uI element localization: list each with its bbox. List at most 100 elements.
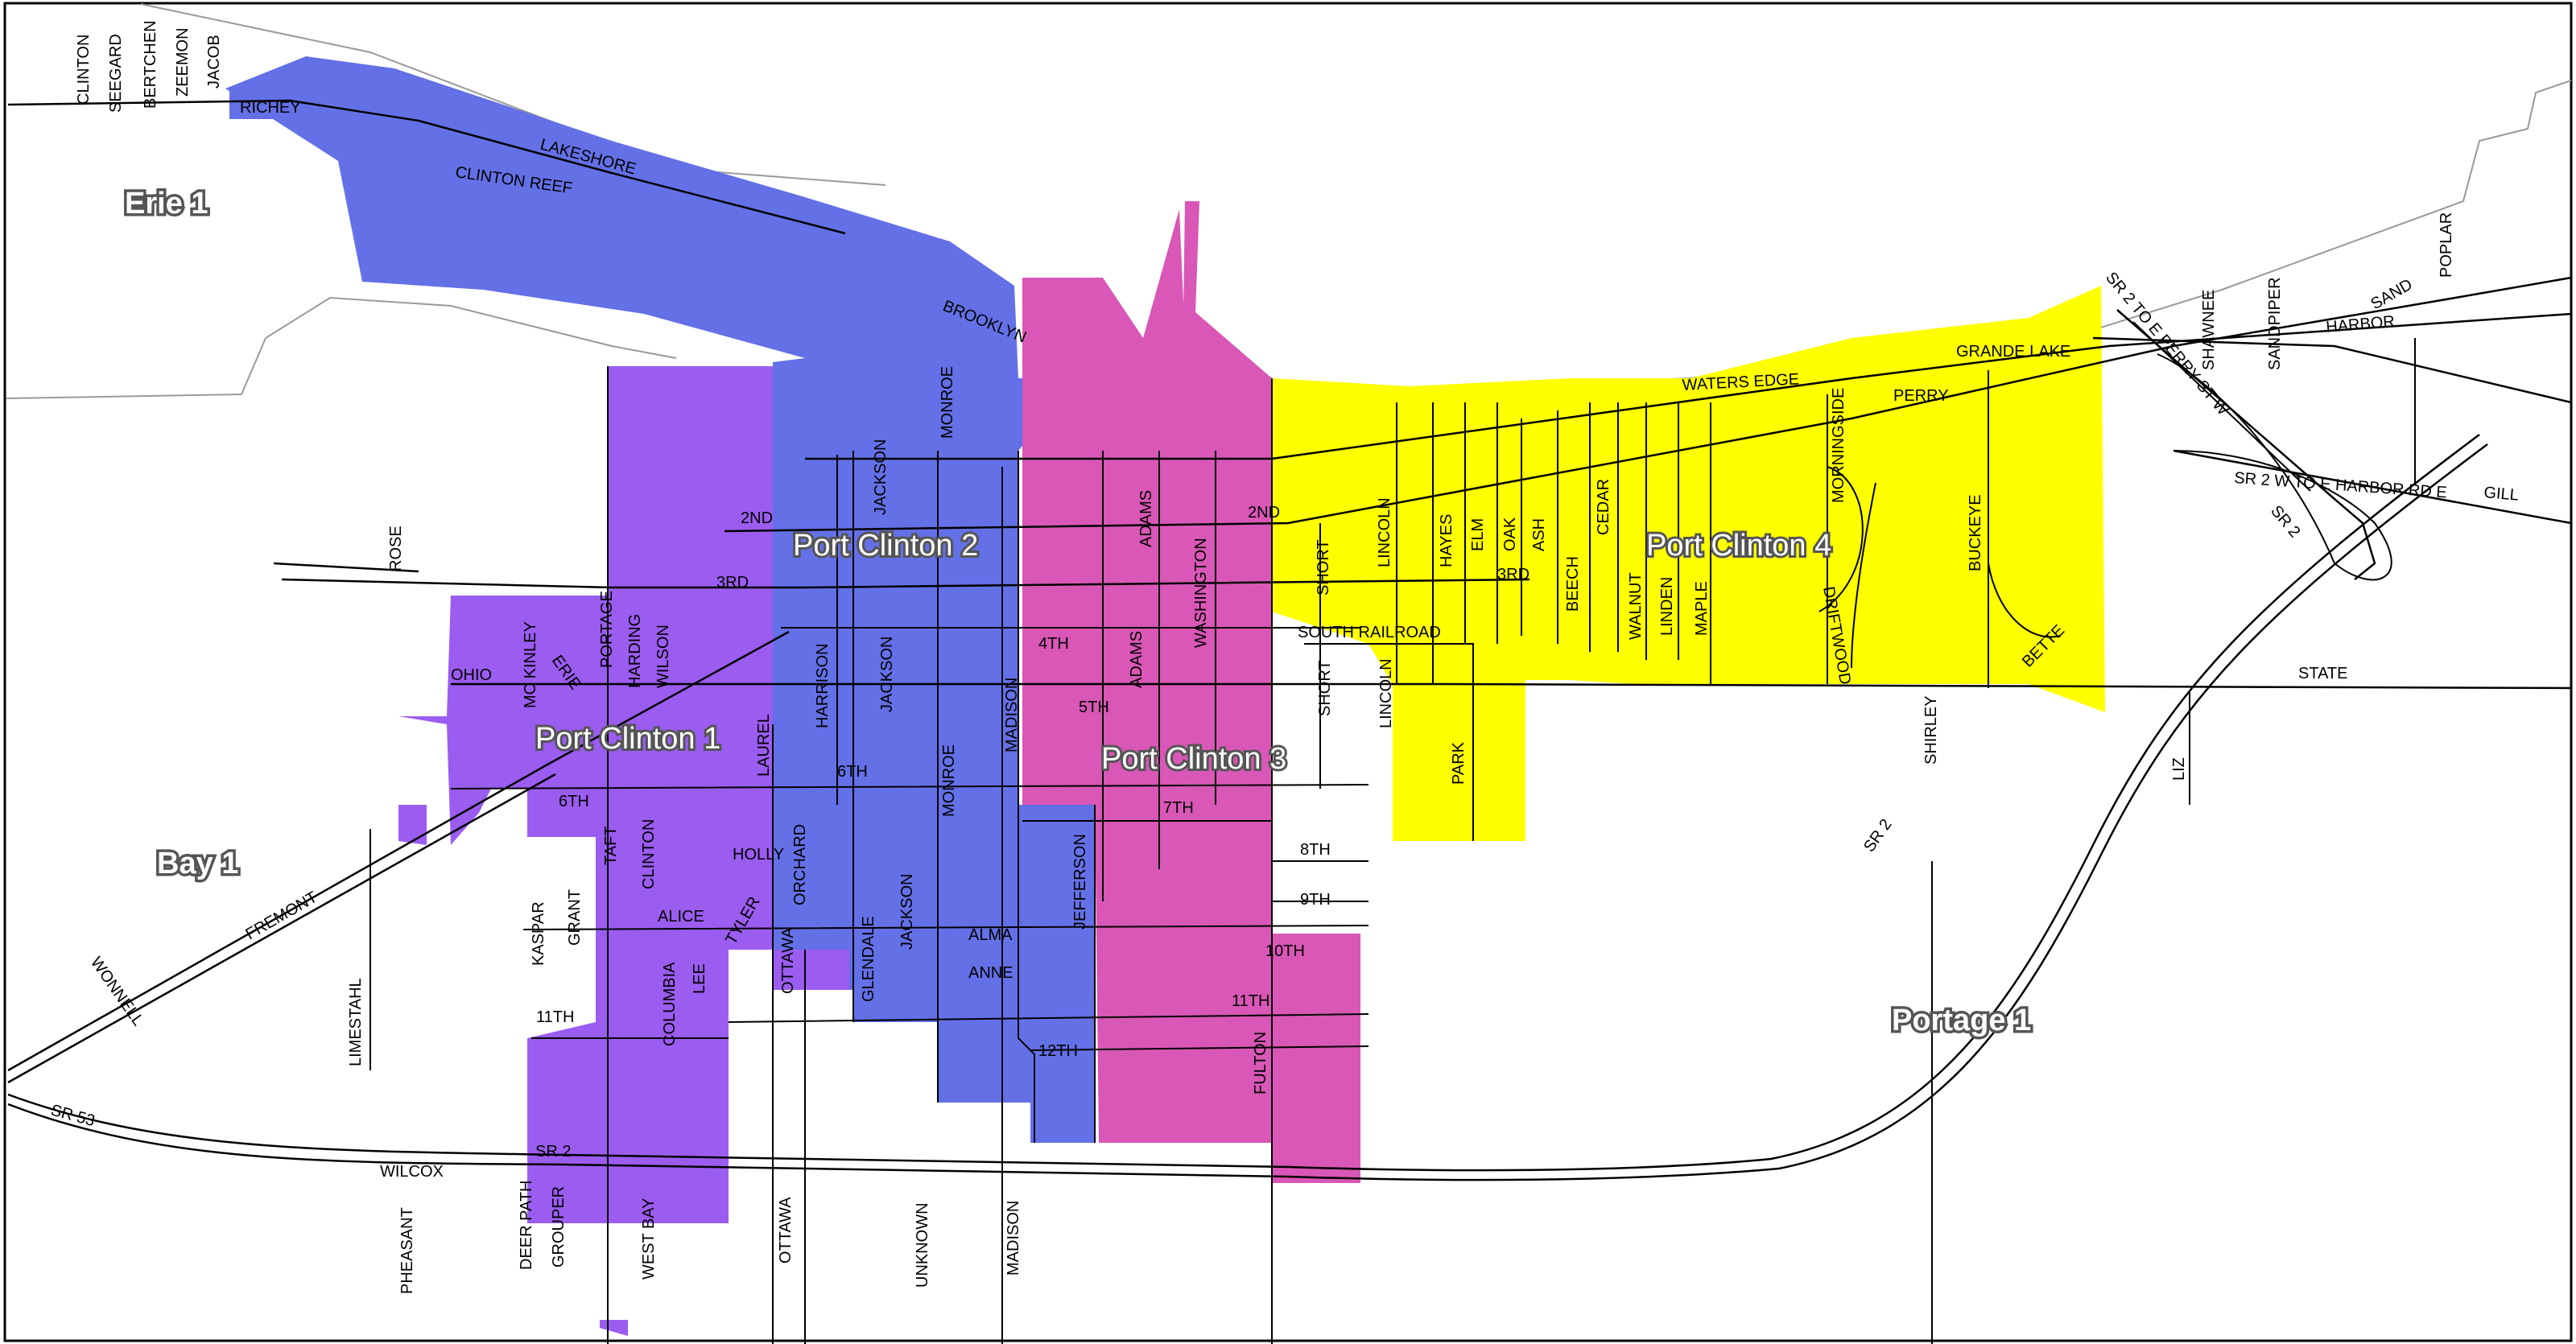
street-label-4th: 4TH	[1038, 635, 1069, 653]
precinct-port-clinton-2[interactable]	[225, 56, 1095, 1143]
street-label-buckeye: BUCKEYE	[1967, 494, 1984, 571]
street-label-5th: 5TH	[1079, 699, 1109, 716]
street-label-11th-w: 11TH	[536, 1008, 574, 1026]
street-label-jackson-s: JACKSON	[898, 874, 916, 950]
street-label-park: PARK	[1450, 741, 1468, 785]
street-label-harrison: HARRISON	[814, 643, 832, 728]
street-label-jefferson: JEFFERSON	[1071, 834, 1089, 930]
street-label-columbia: COLUMBIA	[661, 962, 679, 1046]
street-label-lee: LEE	[691, 963, 708, 994]
precinct-port-clinton-4[interactable]	[1272, 286, 2105, 841]
street-label-alice: ALICE	[658, 908, 704, 926]
street-label-harbor: HARBOR	[2326, 313, 2396, 336]
street-label-cedar: CEDAR	[1595, 479, 1612, 535]
district-label-port-clinton-3: Port Clinton 3	[1101, 742, 1286, 776]
district-labels: Erie 1 Bay 1 Portage 1 Port Clinton 2 Po…	[122, 184, 2034, 1041]
street-label-grouper: GROUPER	[550, 1186, 568, 1268]
street-label-state: STATE	[2298, 665, 2347, 682]
street-label-madison-m: MADISON	[1003, 678, 1021, 752]
street-label-hayes: HAYES	[1438, 514, 1455, 567]
street-label-12th: 12TH	[1038, 1042, 1078, 1060]
street-label-ottawa-s: OTTAWA	[777, 1197, 795, 1264]
street-label-8th: 8TH	[1300, 841, 1331, 859]
precinct-port-clinton-3[interactable]	[1022, 209, 1360, 1183]
street-label-wilson: WILSON	[654, 625, 672, 688]
street-label-short-s: SHORT	[1316, 660, 1334, 716]
street-label-3rd: 3RD	[716, 574, 749, 592]
street-label-walnut: WALNUT	[1627, 572, 1645, 640]
street-label-zeemon: ZEEMON	[174, 27, 192, 97]
street-label-lincoln-n: LINCOLN	[1376, 497, 1393, 567]
street-label-deer-path: DEER PATH	[518, 1181, 535, 1271]
street-label-west-bay: WEST BAY	[640, 1198, 658, 1280]
street-label-jackson-n: JACKSON	[872, 439, 890, 515]
street-label-kaspar: KASPAR	[530, 901, 547, 966]
street-label-bertchen: BERTCHEN	[142, 20, 159, 109]
street-label-3rd-e: 3RD	[1497, 566, 1530, 583]
district-label-port-clinton-2: Port Clinton 2	[793, 529, 978, 563]
street-label-fulton: FULTON	[1252, 1032, 1269, 1095]
street-label-linden: LINDEN	[1658, 577, 1676, 636]
street-label-elm: ELM	[1469, 518, 1487, 551]
street-label-alma: ALMA	[968, 926, 1013, 944]
street-label-ash: ASH	[1530, 518, 1548, 551]
street-label-richey: RICHEY	[240, 99, 301, 117]
street-label-ottawa-n: OTTAWA	[779, 927, 797, 994]
street-label-madison-s: MADISON	[1005, 1201, 1022, 1276]
street-label-shawnee: SHAWNEE	[2200, 290, 2218, 370]
street-label-holly: HOLLY	[733, 846, 784, 864]
street-label-orchard: ORCHARD	[791, 824, 809, 905]
street-label-jackson-m: JACKSON	[878, 637, 896, 712]
street-label-grande-lake: GRANDE LAKE	[1956, 343, 2070, 361]
street-label-rose: ROSE	[387, 526, 405, 571]
precinct-port-clinton-2-richey	[229, 87, 306, 119]
street-label-pheasant: PHEASANT	[398, 1207, 416, 1294]
street-label-taft: TAFT	[602, 826, 620, 865]
street-label-fremont: FREMONT	[243, 888, 321, 943]
district-label-port-clinton-4: Port Clinton 4	[1646, 529, 1831, 563]
street-labels: CLINTON SEEGARD BERTCHEN ZEEMON JACOB RI…	[49, 20, 2520, 1294]
street-label-glendale: GLENDALE	[860, 916, 877, 1002]
street-label-sr2-w: SR 2	[535, 1143, 571, 1161]
street-label-oak: OAK	[1501, 517, 1519, 551]
street-label-south-railroad: SOUTH RAILROAD	[1298, 624, 1441, 641]
street-label-6th-w: 6TH	[559, 793, 589, 810]
street-label-clinton-nw: CLINTON	[75, 35, 93, 105]
street-label-maple: MAPLE	[1693, 581, 1711, 636]
street-label-clinton-s: CLINTON	[640, 819, 658, 889]
street-label-harding: HARDING	[626, 614, 644, 688]
street-label-morningside: MORNINGSIDE	[1830, 388, 1847, 503]
street-label-laurel: LAUREL	[755, 714, 773, 777]
street-label-sandpiper: SANDPIPER	[2266, 277, 2284, 370]
district-label-port-clinton-1: Port Clinton 1	[535, 722, 720, 756]
street-label-2nd: 2ND	[741, 509, 773, 527]
street-label-6th: 6TH	[837, 763, 868, 781]
street-label-monroe-n: MONROE	[939, 366, 956, 439]
street-label-anne: ANNE	[968, 964, 1013, 982]
street-label-10th: 10TH	[1265, 942, 1305, 960]
street-label-wonnell: WONNELL	[87, 954, 147, 1029]
street-label-wilcox: WILCOX	[380, 1163, 444, 1181]
street-label-washington: WASHINGTON	[1192, 538, 1210, 648]
street-label-ohio: OHIO	[451, 666, 492, 684]
street-label-adams-n: ADAMS	[1137, 490, 1155, 547]
road-network	[7, 99, 2572, 1344]
street-label-sr2-ramp: SR 2	[2267, 502, 2303, 541]
street-label-monroe-s: MONROE	[940, 744, 958, 817]
street-label-short-n: SHORT	[1315, 539, 1332, 596]
precinct-port-clinton-1[interactable]	[398, 366, 849, 1336]
street-label-grant: GRANT	[566, 889, 584, 946]
precinct-port-clinton-3-pier	[1183, 201, 1199, 314]
district-label-bay-1: Bay 1	[157, 847, 238, 880]
street-label-11th: 11TH	[1232, 992, 1269, 1010]
street-label-7th: 7TH	[1163, 799, 1194, 817]
district-label-erie-1: Erie 1	[125, 187, 208, 221]
street-label-limestahl: LIMESTAHL	[347, 978, 365, 1066]
street-label-beech: BEECH	[1564, 556, 1582, 612]
street-label-poplar: POPLAR	[2438, 212, 2455, 278]
street-label-sr2-e: SR 2	[1860, 816, 1896, 855]
street-label-unknown: UNKNOWN	[914, 1202, 931, 1288]
street-label-adams: ADAMS	[1128, 631, 1146, 688]
street-label-2nd-e: 2ND	[1248, 504, 1280, 522]
